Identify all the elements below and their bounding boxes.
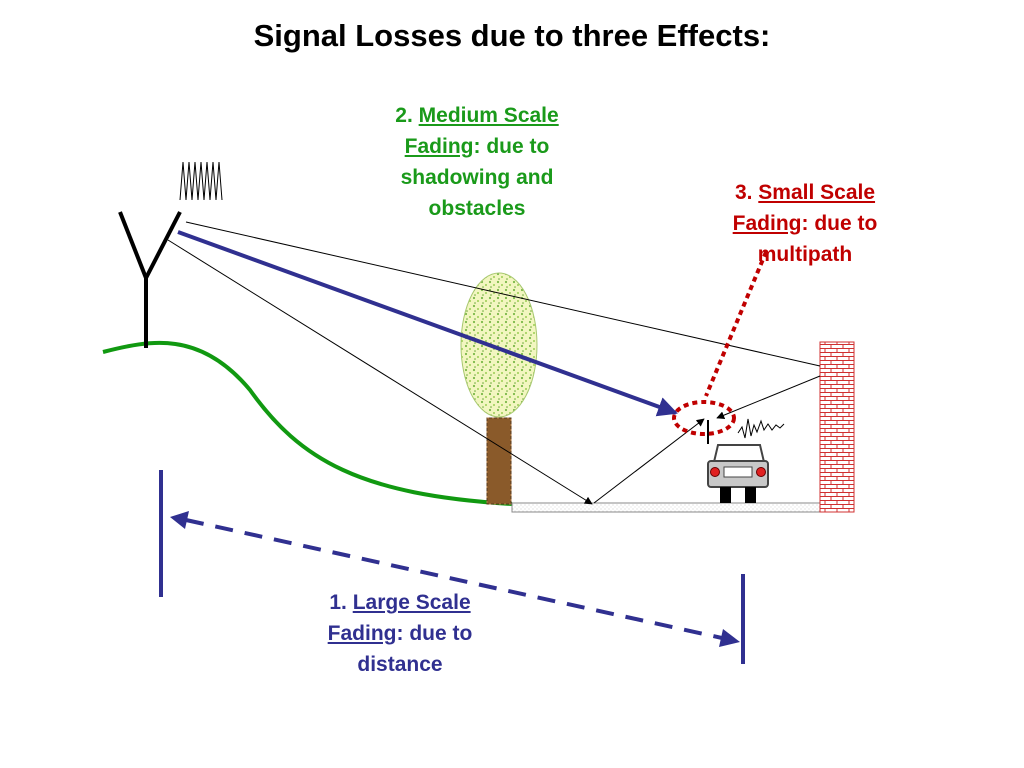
multipath-highlight-circle [672, 400, 736, 436]
propagation-rays [167, 221, 821, 505]
page-title: Signal Losses due to three Effects: [253, 18, 771, 53]
small-scale-fading-label: 3. Small Scale Fading: due to multipath [732, 181, 878, 266]
brick-wall [819, 341, 855, 513]
hill-terrain [102, 341, 513, 506]
distance-arrow [185, 518, 723, 640]
tree-trunk [486, 417, 512, 505]
direct-ray-arrow [177, 230, 678, 417]
transmitted-signal-wave-icon [179, 161, 223, 201]
large-scale-fading-label: 1. Large Scale Fading: due to distance [327, 591, 473, 676]
tree-canopy [460, 272, 538, 418]
tree-trunk-texture [486, 417, 512, 505]
car-icon [707, 444, 769, 503]
transmitter-antenna-icon [118, 211, 182, 348]
road [511, 502, 821, 513]
received-signal-wave-icon [737, 418, 785, 439]
medium-scale-fading-label: 2. Medium Scale Fading: due to shadowing… [395, 104, 559, 220]
distance-arrow-head-right [719, 629, 740, 647]
distance-arrow-head-left [170, 511, 189, 529]
small-scale-pointer [704, 251, 768, 397]
